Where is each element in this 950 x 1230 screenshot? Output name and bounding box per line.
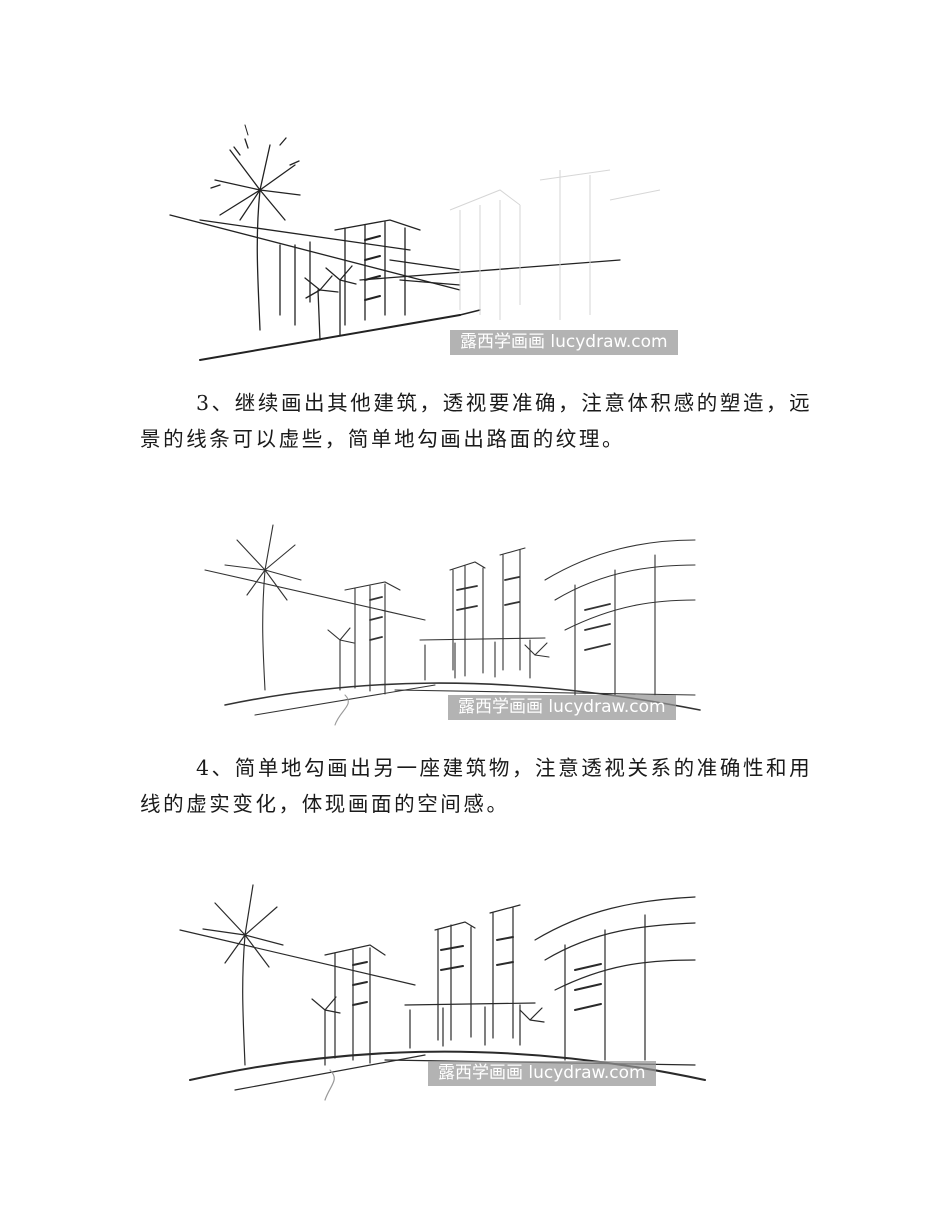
step-4-paragraph: 4、简单地勾画出另一座建筑物，注意透视关系的准确性和用线的虚实变化，体现画面的空… xyxy=(140,756,813,816)
watermark: 露西学画画 lucydraw.com xyxy=(428,1061,656,1086)
sketch-figure-1: 露西学画画 lucydraw.com xyxy=(160,110,720,370)
sketch-figure-2: 露西学画画 lucydraw.com xyxy=(195,510,715,735)
watermark: 露西学画画 lucydraw.com xyxy=(450,330,678,355)
sketch-figure-3: 露西学画画 lucydraw.com xyxy=(175,865,720,1105)
step-3-paragraph: 3、继续画出其他建筑，透视要准确，注意体积感的塑造，远景的线条可以虚些，简单地勾… xyxy=(140,391,813,451)
architecture-sketch-1 xyxy=(169,124,661,361)
architecture-sketch-3 xyxy=(179,884,706,1101)
watermark: 露西学画画 lucydraw.com xyxy=(448,695,676,720)
